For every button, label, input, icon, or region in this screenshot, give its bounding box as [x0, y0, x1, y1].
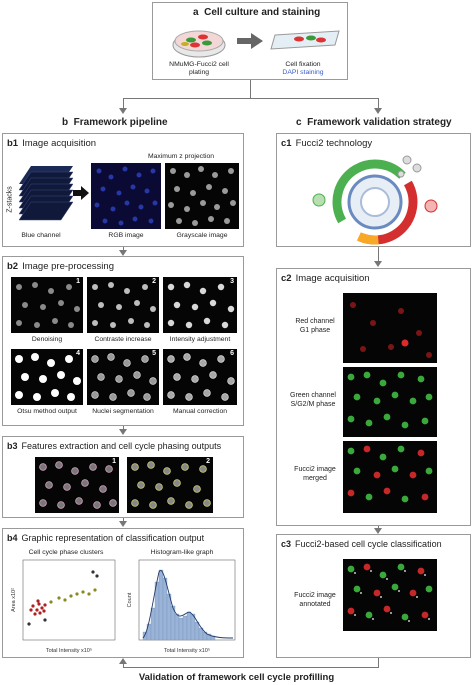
intensity-label: Intensity adjustment — [169, 336, 231, 343]
rgb-image-label: RGB image — [108, 232, 144, 239]
manual-correction-label: Manual correction — [172, 408, 228, 415]
manual-correction-tile: 6 — [163, 349, 237, 405]
histogram-title: Histogram-like graph — [150, 549, 214, 556]
panel-a: a Cell culture and staining NMuMG-Fucci2… — [152, 2, 348, 80]
grayscale-image-label: Grayscale image — [176, 232, 228, 239]
red-channel-label: Red channel G1 phase — [295, 318, 335, 334]
z-stack-images — [18, 166, 74, 221]
grayscale-image — [165, 163, 239, 229]
connector-a-down — [250, 80, 251, 99]
connector-to-c — [378, 98, 379, 110]
merged-label: Fucci2 image merged — [294, 466, 336, 482]
scatter-title: Cell cycle phase clusters — [28, 549, 104, 556]
contrast-tile: 2 — [87, 277, 159, 333]
connector-to-b — [123, 98, 124, 110]
phasing-output-2: 2 — [127, 457, 213, 513]
red-channel-image — [343, 293, 437, 363]
annotated-image — [343, 559, 437, 631]
scatter-xlabel: Total Intensity x10⁵ — [46, 647, 92, 654]
arrow-c2-c3 — [374, 528, 382, 534]
arrow-c1-c2 — [374, 261, 382, 267]
connector-b1-b2 — [123, 247, 124, 252]
z-stacks-label: Z-stacks — [6, 186, 14, 213]
histogram-density-curve — [142, 569, 234, 639]
otsu-label: Otsu method output — [17, 408, 77, 415]
histogram-xlabel: Total Intensity x10⁵ — [164, 647, 210, 654]
intensity-tile: 3 — [163, 277, 237, 333]
fucci2-cycle-diagram — [312, 155, 438, 245]
rgb-nuclei — [94, 166, 158, 226]
arrow-b1-b2 — [119, 250, 127, 256]
connector-b3-b4 — [123, 518, 124, 523]
green-channel-label: Green channel S/G2/M phase — [290, 392, 336, 408]
right-arrow-icon — [237, 33, 263, 49]
scatter-ylabel: Area x10² — [11, 588, 17, 612]
histogram-bars — [142, 569, 216, 641]
denoising-tile: 1 — [11, 277, 83, 333]
segmentation-label: Nuclei segmentation — [92, 408, 154, 415]
grayscale-nuclei — [168, 166, 236, 226]
connector-a-horizontal — [123, 98, 378, 99]
arrow-to-c — [374, 108, 382, 114]
contrast-label: Contraste increase — [94, 336, 152, 343]
arrow-b3-b4 — [119, 521, 127, 527]
max-projection-label: Maximum z projection — [147, 153, 215, 160]
arrow-to-b — [119, 108, 127, 114]
panel-a-title: a Cell culture and staining — [193, 7, 321, 18]
histogram-ylabel: Count — [127, 592, 133, 607]
scatter-points-red — [29, 599, 47, 616]
scatter-plot: Total Intensity x10⁵ Area x10² — [11, 559, 116, 654]
petri-dish-icon — [172, 30, 226, 58]
denoising-label: Denoising — [31, 336, 63, 343]
annotated-label: Fucci2 image annotated — [294, 592, 336, 608]
arrow-up-to-b4 — [119, 658, 127, 664]
green-channel-image — [343, 367, 437, 437]
connector-c3-down — [378, 658, 379, 668]
slide-icon — [270, 30, 340, 50]
phasing-output-1: 1 — [35, 457, 119, 513]
connector-up-to-b4 — [123, 664, 124, 668]
histogram-plot: Total Intensity x10⁵ Count — [127, 559, 236, 654]
connector-c1-c2 — [378, 247, 379, 263]
acquisition-arrow-icon — [73, 186, 89, 200]
connector-bottom-horizontal — [123, 667, 379, 668]
merged-image — [343, 441, 437, 513]
blue-channel-label: Blue channel — [21, 232, 61, 239]
plating-label: NMuMG-Fucci2 cell plating — [169, 61, 229, 76]
bottom-title: Validation of framework cell cycle profi… — [138, 672, 335, 683]
otsu-tile: 4 — [11, 349, 83, 405]
segmentation-tile: 5 — [87, 349, 159, 405]
arrow-b2-b3 — [119, 429, 127, 435]
fixation-label: Cell fixation DAPI staining — [282, 61, 324, 76]
column-c-title: c Framework validation strategy — [296, 117, 452, 128]
rgb-image — [91, 163, 161, 229]
column-b-title: b Framework pipeline — [62, 117, 168, 128]
scatter-points-olive — [49, 588, 97, 604]
connector-b2-b3 — [123, 426, 124, 431]
scatter-points-dark — [27, 570, 99, 626]
